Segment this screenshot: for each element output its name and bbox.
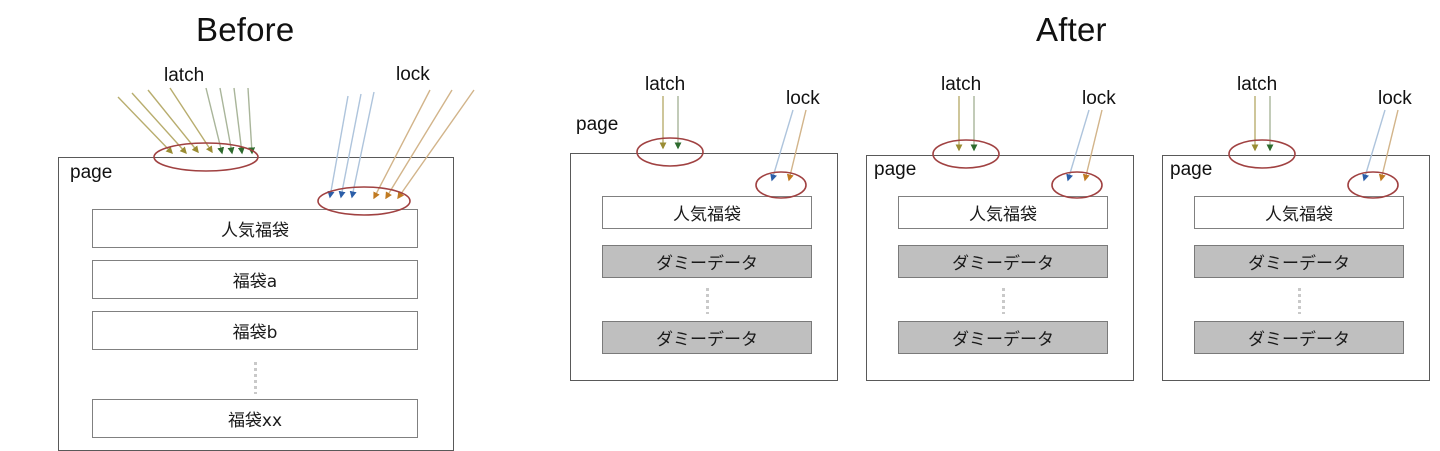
after-1-row-1-label: ダミーデータ bbox=[656, 254, 758, 274]
after-2-lock-label: lock bbox=[1082, 88, 1116, 109]
before-row-1: 福袋a bbox=[92, 260, 418, 299]
after-3-row-0: 人気福袋 bbox=[1194, 196, 1404, 229]
after-1-row-1: ダミーデータ bbox=[602, 245, 812, 278]
after-2-row-2-label: ダミーデータ bbox=[952, 330, 1054, 350]
before-latch-label: latch bbox=[164, 65, 205, 86]
after-3-row-1: ダミーデータ bbox=[1194, 245, 1404, 278]
after-3-row-2-label: ダミーデータ bbox=[1248, 330, 1350, 350]
after-3-row-1-label: ダミーデータ bbox=[1248, 254, 1350, 274]
before-row-2-label: 福袋b bbox=[232, 323, 278, 343]
after-3-rows-ellipsis bbox=[1298, 288, 1301, 314]
after-1-row-2: ダミーデータ bbox=[602, 321, 812, 354]
before-latch-arrow-green-group bbox=[205, 87, 256, 155]
after-1-row-0: 人気福袋 bbox=[602, 196, 812, 229]
after-1-row-2-label: ダミーデータ bbox=[656, 330, 758, 350]
after-2-rows-ellipsis bbox=[1002, 288, 1005, 314]
after-3-lock-label: lock bbox=[1378, 88, 1412, 109]
before-row-0: 人気福袋 bbox=[92, 209, 418, 248]
before-latch-arrow-olive-group bbox=[117, 87, 213, 155]
after-2-latch-label: latch bbox=[941, 74, 982, 95]
before-row-3: 福袋xx bbox=[92, 399, 418, 438]
after-2-row-1: ダミーデータ bbox=[898, 245, 1108, 278]
before-title: Before bbox=[196, 11, 295, 48]
before-row-3-label: 福袋xx bbox=[227, 411, 283, 431]
before-rows-ellipsis bbox=[254, 362, 257, 394]
after-3-row-2: ダミーデータ bbox=[1194, 321, 1404, 354]
before-row-1-label: 福袋a bbox=[232, 272, 278, 292]
after-1-row-0-label: 人気福袋 bbox=[673, 205, 741, 225]
after-1-lock-label: lock bbox=[786, 88, 820, 109]
after-page-3-label: page bbox=[1170, 159, 1213, 180]
before-row-2: 福袋b bbox=[92, 311, 418, 350]
after-3-row-0-label: 人気福袋 bbox=[1265, 205, 1333, 225]
before-lock-label: lock bbox=[396, 64, 430, 85]
after-page-1-label: page bbox=[576, 114, 619, 135]
after-1-latch-label: latch bbox=[645, 74, 686, 95]
after-2-row-0: 人気福袋 bbox=[898, 196, 1108, 229]
after-1-rows-ellipsis bbox=[706, 288, 709, 314]
after-2-row-0-label: 人気福袋 bbox=[969, 205, 1037, 225]
after-page-2-label: page bbox=[874, 159, 917, 180]
before-row-0-label: 人気福袋 bbox=[221, 221, 289, 241]
after-title: After bbox=[1036, 11, 1107, 48]
after-3-latch-label: latch bbox=[1237, 74, 1278, 95]
after-2-row-1-label: ダミーデータ bbox=[952, 254, 1054, 274]
before-page-label: page bbox=[70, 162, 113, 183]
after-2-row-2: ダミーデータ bbox=[898, 321, 1108, 354]
